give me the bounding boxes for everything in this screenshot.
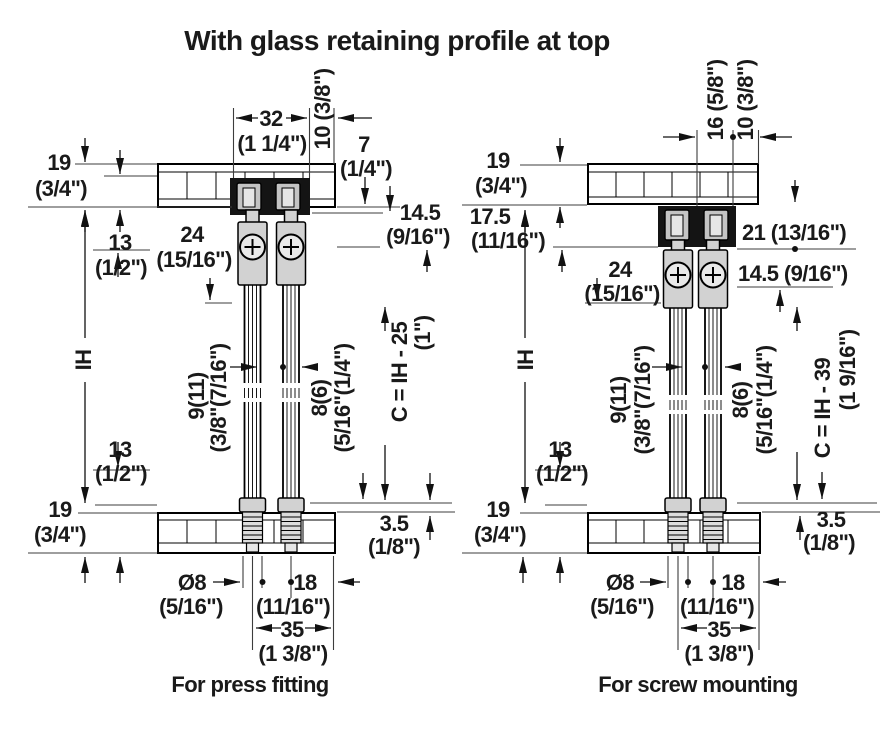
right-caption: For screw mounting	[598, 672, 797, 697]
dim-3-5: 3.5	[380, 511, 409, 536]
svg-text:(5/16"): (5/16")	[590, 594, 654, 619]
svg-text:(1/4"): (1/4")	[340, 156, 392, 181]
svg-text:(1 3/8"): (1 3/8")	[258, 641, 327, 666]
roller-right	[275, 182, 301, 211]
dim-24: 24	[608, 257, 633, 282]
dim-18: 18	[293, 570, 317, 595]
right-diagram: 19 (3/4") 17.5 (11/16") 24 (15/16") 16 (…	[462, 59, 880, 697]
roller-right	[703, 209, 729, 241]
svg-text:(3/8"(7/16"): (3/8"(7/16")	[630, 345, 655, 454]
dim-21: 21 (13/16")	[742, 220, 846, 245]
dim-dia8: Ø8	[606, 570, 635, 595]
dim-19-top: 19	[486, 148, 510, 173]
roller-left	[664, 209, 690, 241]
dim-24: 24	[180, 222, 205, 247]
dim-c-formula: C = IH - 25	[387, 321, 412, 422]
dim-35: 35	[280, 617, 304, 642]
screw-icon	[277, 233, 305, 261]
dim-19-bottom: 19	[48, 497, 72, 522]
left-glass-panels	[243, 285, 300, 498]
dim-19-bottom: 19	[486, 497, 510, 522]
dim-13-bottom: 13	[108, 437, 132, 462]
svg-text:(5/16"): (5/16")	[159, 594, 223, 619]
svg-text:(1 3/8"): (1 3/8")	[684, 641, 753, 666]
right-labels: 19 (3/4") 17.5 (11/16") 24 (15/16") 16 (…	[470, 59, 860, 697]
svg-text:(3/4"): (3/4")	[35, 176, 87, 201]
dim-32: 32	[259, 106, 283, 131]
screw-icon	[699, 261, 727, 289]
svg-text:(5/16"(1/4"): (5/16"(1/4")	[752, 345, 777, 454]
roller-left	[236, 182, 262, 211]
dim-9-11: 9(11)	[606, 376, 631, 423]
dim-c-formula: C = IH - 39	[810, 357, 835, 458]
svg-text:(9/16"): (9/16")	[386, 224, 450, 249]
dim-10: 10 (3/8")	[310, 68, 335, 149]
left-diagram: 19 (3/4") 13 (1/2") 24 (15/16") 32 (1 1/…	[28, 68, 455, 697]
svg-text:(1"): (1")	[410, 315, 435, 350]
svg-text:(1/8"): (1/8")	[368, 534, 420, 559]
right-top-rail	[587, 163, 759, 205]
svg-text:(11/16"): (11/16")	[256, 594, 330, 619]
svg-text:(3/8"(7/16"): (3/8"(7/16")	[206, 343, 231, 452]
svg-text:(3/4"): (3/4")	[474, 522, 526, 547]
left-caption: For press fitting	[171, 672, 328, 697]
right-guide-pins	[664, 497, 727, 553]
dim-13-bottom: 13	[548, 437, 572, 462]
dim-13-top: 13	[108, 230, 132, 255]
svg-text:(11/16"): (11/16")	[471, 228, 545, 253]
dim-16: 16 (5/8")	[703, 59, 728, 140]
page-title: With glass retaining profile at top	[184, 25, 610, 56]
dim-10: 10 (3/8")	[733, 59, 758, 140]
svg-text:(5/16"(1/4"): (5/16"(1/4")	[330, 343, 355, 452]
dim-ih: IH	[71, 350, 96, 371]
right-retaining-track	[658, 206, 736, 247]
svg-text:(15/16"): (15/16")	[156, 247, 232, 272]
screw-icon	[664, 261, 692, 289]
svg-text:(3/4"): (3/4")	[34, 522, 86, 547]
dim-17-5: 17.5	[470, 204, 511, 229]
svg-text:(1/2"): (1/2")	[536, 461, 588, 486]
screw-icon	[239, 233, 266, 261]
svg-text:(3/4"): (3/4")	[475, 173, 527, 198]
svg-text:(11/16"): (11/16")	[680, 594, 754, 619]
svg-text:(1/2"): (1/2")	[95, 255, 147, 280]
left-guide-pins	[238, 497, 305, 553]
dim-8-6: 8(6)	[728, 381, 753, 418]
svg-text:(1/2"): (1/2")	[95, 461, 147, 486]
left-hangers	[237, 209, 307, 286]
dim-14-5: 14.5	[400, 200, 441, 225]
right-glass-panels	[669, 308, 722, 498]
dim-14-5: 14.5 (9/16")	[738, 261, 848, 286]
left-labels: 19 (3/4") 13 (1/2") 24 (15/16") 32 (1 1/…	[34, 68, 451, 697]
dim-18: 18	[721, 570, 745, 595]
dim-9-11: 9(11)	[184, 372, 209, 419]
dim-8-6: 8(6)	[307, 379, 332, 416]
svg-text:(15/16"): (15/16")	[584, 281, 660, 306]
dim-35: 35	[707, 617, 731, 642]
svg-text:(1 1/4"): (1 1/4")	[237, 131, 306, 156]
dim-19-top: 19	[47, 150, 71, 175]
dim-dia8: Ø8	[178, 570, 207, 595]
dim-ih: IH	[513, 350, 538, 371]
svg-text:(1 9/16"): (1 9/16")	[835, 329, 860, 410]
svg-text:(1/8"): (1/8")	[803, 530, 855, 555]
dim-7: 7	[358, 132, 370, 157]
right-hangers	[662, 239, 729, 309]
left-dimension-lines	[28, 108, 455, 650]
dim-3-5: 3.5	[817, 507, 846, 532]
right-dimension-lines	[462, 130, 880, 650]
